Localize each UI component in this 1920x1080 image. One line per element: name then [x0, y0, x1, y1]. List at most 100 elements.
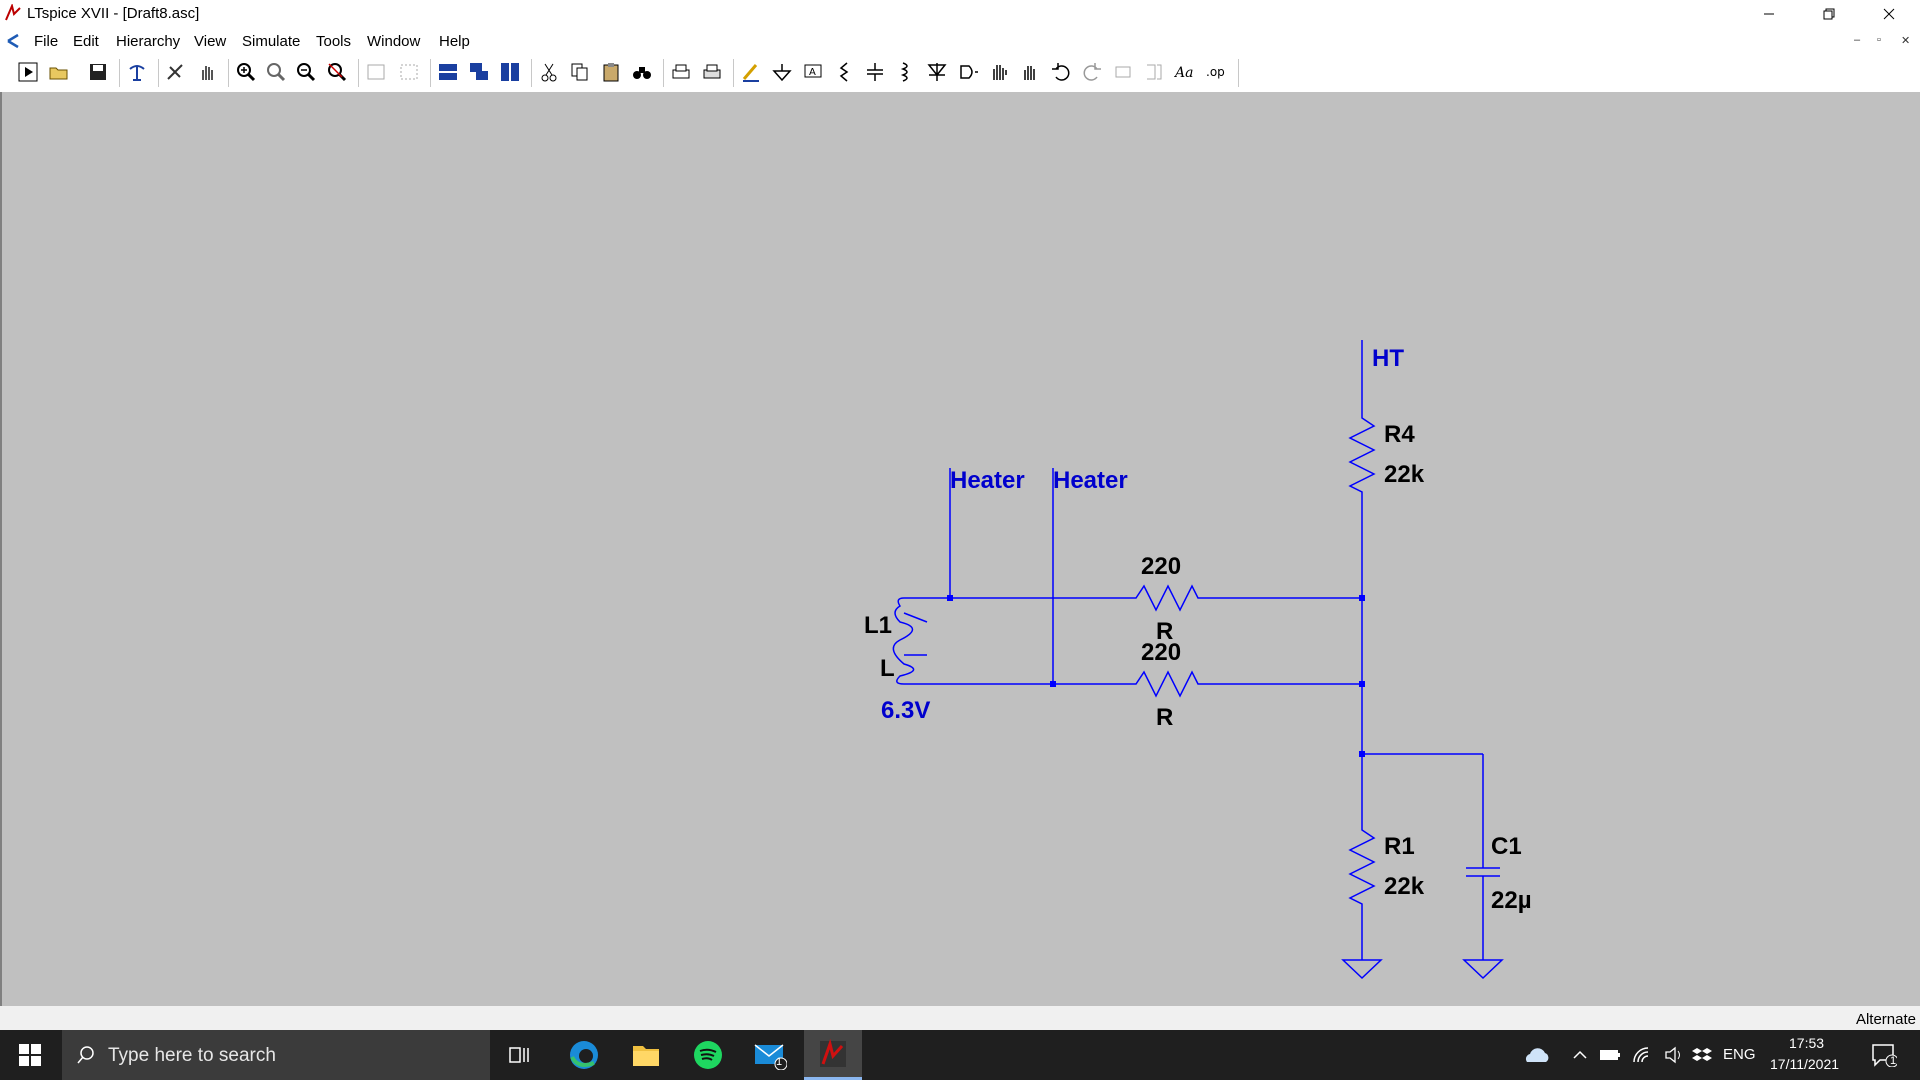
cascade-icon[interactable]	[467, 60, 491, 84]
chevron-up-icon[interactable]	[1568, 1030, 1592, 1080]
window-title: LTspice XVII - [Draft8.asc]	[27, 5, 200, 22]
wires	[892, 340, 1504, 980]
capacitor-icon[interactable]	[863, 60, 887, 84]
status-mode: Alternate	[1855, 1011, 1916, 1028]
resistor-icon[interactable]	[832, 60, 856, 84]
menu-window[interactable]: Window	[367, 33, 421, 50]
spice-directive-icon[interactable]: .op	[1204, 60, 1228, 84]
net-label-heater-1[interactable]: Heater	[950, 467, 1025, 494]
r4-name[interactable]: R4	[1384, 421, 1415, 448]
edge-icon[interactable]	[556, 1030, 612, 1080]
wifi-icon[interactable]	[1628, 1030, 1656, 1080]
menu-file[interactable]: File	[34, 33, 59, 50]
r-top-name[interactable]: R	[1156, 618, 1173, 645]
r-top-value[interactable]: 220	[1141, 553, 1181, 580]
clock-date[interactable]: 17/11/2021	[1770, 1056, 1840, 1072]
menu-view[interactable]: View	[194, 33, 227, 50]
run-icon[interactable]	[16, 60, 40, 84]
close-button[interactable]	[1866, 0, 1912, 28]
undo-icon[interactable]	[1049, 60, 1073, 84]
paste-icon[interactable]	[599, 60, 623, 84]
zoom-to-fit-icon[interactable]	[264, 60, 288, 84]
diode-icon[interactable]	[925, 60, 949, 84]
rotate-icon[interactable]	[1111, 60, 1135, 84]
net-label-ht[interactable]: HT	[1372, 345, 1404, 372]
menu-help[interactable]: Help	[439, 33, 470, 50]
restore-button[interactable]	[1806, 0, 1852, 28]
ground-icon[interactable]	[770, 60, 794, 84]
r1-value[interactable]: 22k	[1384, 873, 1425, 900]
minimize-button[interactable]	[1746, 0, 1792, 28]
l1-symbol	[892, 597, 915, 685]
l1-name[interactable]: L1	[864, 612, 892, 639]
mail-icon[interactable]: 1	[742, 1030, 798, 1080]
zoom-out-icon[interactable]	[294, 60, 318, 84]
print-icon[interactable]	[700, 60, 724, 84]
start-button[interactable]	[0, 1030, 60, 1080]
r4-value[interactable]: 22k	[1384, 461, 1425, 488]
label-net-icon[interactable]: A	[801, 60, 825, 84]
control-panel-icon[interactable]	[125, 60, 149, 84]
menu-simulate[interactable]: Simulate	[242, 33, 301, 50]
mdi-close-button[interactable]: ✕	[1901, 35, 1911, 47]
file-explorer-icon[interactable]	[618, 1030, 674, 1080]
notification-icon[interactable]: 1	[1864, 1030, 1904, 1080]
draw-wire-icon[interactable]	[739, 60, 763, 84]
text-icon[interactable]: Aa	[1173, 60, 1197, 84]
c1-value[interactable]: 22µ	[1491, 887, 1532, 914]
notification-count: 1	[1890, 1055, 1897, 1067]
component-icon[interactable]	[956, 60, 980, 84]
r-bottom-name[interactable]: R	[1156, 704, 1173, 731]
mdi-restore-button[interactable]: ▫	[1877, 34, 1881, 46]
battery-icon[interactable]	[1596, 1030, 1624, 1080]
mdi-minimize-button[interactable]: –	[1854, 34, 1861, 46]
move-icon[interactable]	[987, 60, 1011, 84]
schematic-canvas[interactable]: HT Heater Heater R4 22k 220 R 220 R L1 L…	[0, 92, 1920, 1006]
tile-horizontal-icon[interactable]	[436, 60, 460, 84]
open-icon[interactable]	[47, 60, 71, 84]
task-view-icon[interactable]	[498, 1030, 540, 1080]
copy-icon[interactable]	[568, 60, 592, 84]
drag-icon[interactable]	[1018, 60, 1042, 84]
print-setup-icon[interactable]	[669, 60, 693, 84]
speaker-icon[interactable]	[1660, 1030, 1688, 1080]
find-icon[interactable]	[630, 60, 654, 84]
r1-name[interactable]: R1	[1384, 833, 1415, 860]
zoom-cancel-icon[interactable]	[325, 60, 349, 84]
menu-bar: File Edit Hierarchy View Simulate Tools …	[0, 28, 1920, 54]
tile-vertical-icon[interactable]	[498, 60, 522, 84]
inductor-icon[interactable]	[894, 60, 918, 84]
redo-icon[interactable]	[1080, 60, 1104, 84]
taskbar-search[interactable]: Type here to search	[62, 1030, 490, 1080]
c1-name[interactable]: C1	[1491, 833, 1522, 860]
r-top-symbol	[1130, 584, 1204, 612]
dropbox-icon[interactable]	[1690, 1030, 1714, 1080]
menu-edit[interactable]: Edit	[73, 33, 99, 50]
mirror-icon[interactable]	[1142, 60, 1166, 84]
zoom-in-icon[interactable]	[234, 60, 258, 84]
l1-value[interactable]: L	[880, 655, 895, 682]
svg-text:.op: .op	[1206, 65, 1225, 79]
clock-time[interactable]: 17:53	[1789, 1035, 1825, 1051]
onedrive-icon[interactable]	[1518, 1030, 1554, 1080]
schematic-drawing[interactable]: HT Heater Heater R4 22k 220 R 220 R L1 L…	[0, 92, 1918, 1006]
menu-tools[interactable]: Tools	[316, 33, 352, 50]
language-indicator[interactable]: ENG	[1723, 1046, 1756, 1063]
ltspice-taskbar-icon[interactable]	[804, 1030, 862, 1080]
save-icon[interactable]	[86, 60, 110, 84]
net-label-heater-2[interactable]: Heater	[1053, 467, 1128, 494]
autorange-icon[interactable]	[364, 60, 388, 84]
pan-icon[interactable]	[195, 60, 219, 84]
taskbar: Type here to search 1 ENG 17:53 17/11/20…	[0, 1030, 1920, 1080]
l1-spice-text[interactable]: 6.3V	[881, 697, 930, 724]
search-placeholder: Type here to search	[108, 1045, 276, 1066]
document-icon[interactable]	[4, 32, 22, 50]
halt-icon[interactable]	[163, 60, 187, 84]
r-bottom-value[interactable]: 220	[1141, 639, 1181, 666]
r4-symbol	[1348, 414, 1376, 496]
zoom-box-icon[interactable]	[397, 60, 421, 84]
menu-hierarchy[interactable]: Hierarchy	[116, 33, 181, 50]
spotify-icon[interactable]	[680, 1030, 736, 1080]
cut-icon[interactable]	[537, 60, 561, 84]
windows-icon	[19, 1044, 41, 1066]
